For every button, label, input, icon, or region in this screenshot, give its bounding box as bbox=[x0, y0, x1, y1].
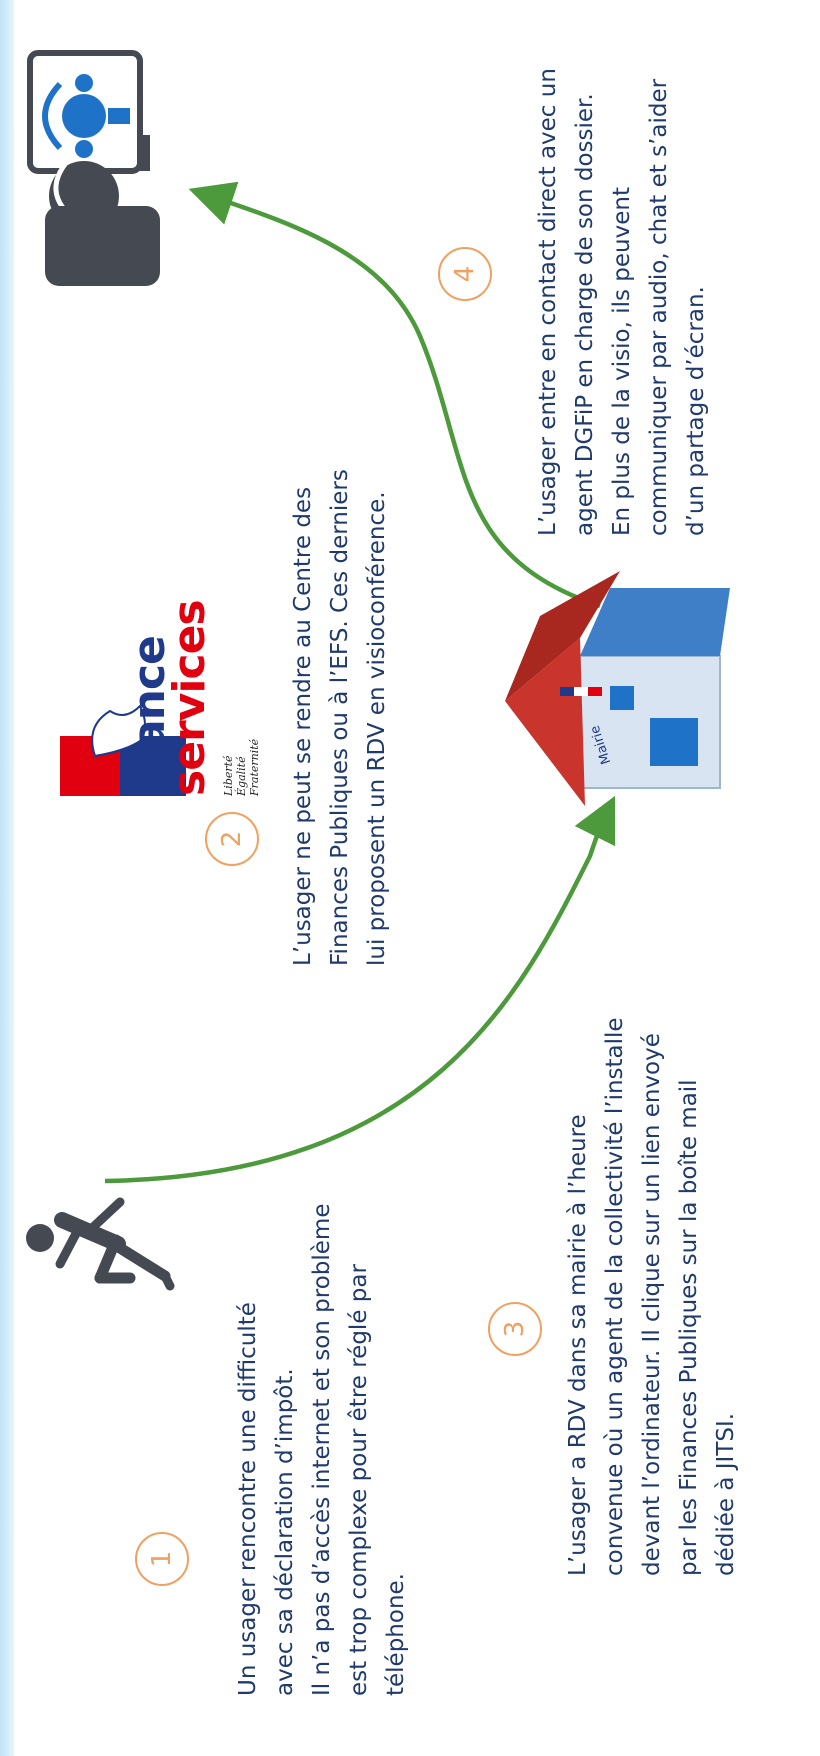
step-3-line-2: convenue où un agent de la collectivité … bbox=[602, 1017, 628, 1576]
step-3-line-5: dédiée à JITSI. bbox=[713, 1412, 739, 1576]
step-2-number: 2 bbox=[205, 812, 259, 866]
step-3-line-4: par les Finances Publiques sur la boîte … bbox=[676, 1079, 702, 1576]
agent-at-computer-icon bbox=[27, 50, 160, 286]
step-4-line-2: agent DGFiP en charge de son dossier. bbox=[572, 93, 598, 536]
step-4-text: L’usager entre en contact direct avec un… bbox=[530, 68, 715, 536]
step-3-line-1: L’usager a RDV dans sa mairie à l’heure bbox=[565, 1114, 591, 1576]
step-2-text: L’usager ne peut se rendre au Centre des… bbox=[285, 469, 396, 966]
step-3-text: L’usager a RDV dans sa mairie à l’heure … bbox=[560, 1017, 745, 1576]
step-4-line-5: d’un partage d’écran. bbox=[683, 286, 709, 536]
step-1-text: Un usager rencontre une difficulté avec … bbox=[230, 1204, 415, 1697]
step-1-line-4: est trop complexe pour être réglé par bbox=[346, 1264, 372, 1696]
step-1-line-2: avec sa déclaration d’impôt. bbox=[272, 1368, 298, 1696]
left-edge-stripe bbox=[0, 0, 14, 1756]
step-2-line-2: Finances Publiques ou à l’EFS. Ces derni… bbox=[327, 469, 353, 966]
france-services-flag-logo bbox=[60, 676, 186, 796]
step-4-line-4: communiquer par audio, chat et s’aider bbox=[646, 78, 672, 536]
step-3-number: 3 bbox=[488, 1302, 542, 1356]
logo-motto: Liberté Égalité Fraternité bbox=[222, 739, 261, 796]
step-1-line-3: Il n’a pas d’accès internet et son probl… bbox=[309, 1203, 335, 1697]
logo-word-services: services bbox=[164, 600, 215, 796]
step-3-line-3: devant l’ordinateur. Il clique sur un li… bbox=[639, 1033, 665, 1576]
walking-person-icon bbox=[26, 1197, 175, 1291]
step-2-line-3: lui proposent un RDV en visioconférence. bbox=[364, 491, 390, 966]
step-4-number: 4 bbox=[438, 247, 492, 301]
arrow-house-to-agent bbox=[188, 181, 601, 609]
step-1-number: 1 bbox=[135, 1532, 189, 1586]
motto-liberte: Liberté bbox=[222, 755, 235, 796]
step-1-line-5: téléphone. bbox=[383, 1573, 409, 1696]
step-4-line-1: L’usager entre en contact direct avec un bbox=[535, 68, 561, 536]
motto-fraternite: Fraternité bbox=[248, 738, 261, 796]
step-1-line-1: Un usager rencontre une difficulté bbox=[235, 1302, 261, 1696]
step-2-line-1: L’usager ne peut se rendre au Centre des bbox=[290, 486, 316, 966]
motto-egalite: Égalité bbox=[235, 756, 248, 796]
arrow-person-to-house bbox=[104, 795, 616, 1184]
house-icon bbox=[505, 571, 730, 806]
step-4-line-3: En plus de la visio, ils peuvent bbox=[609, 187, 635, 536]
